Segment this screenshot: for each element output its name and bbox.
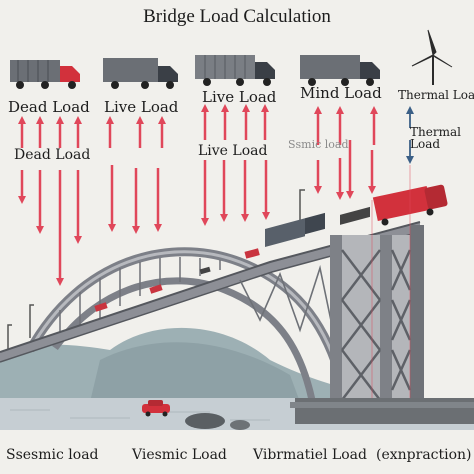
vehicles-on-deck xyxy=(94,184,448,312)
label-live-load-mid: Live Load xyxy=(198,143,268,159)
truck-icon xyxy=(10,55,380,89)
rocks xyxy=(185,413,250,430)
label-mind-load-top: Mind Load xyxy=(300,84,382,102)
label-seismic-load-mid: Ssmic load xyxy=(288,138,349,151)
arch-bridge xyxy=(0,221,421,401)
label-live-load-top-2: Live Load xyxy=(202,88,277,106)
load-arrows xyxy=(18,104,378,286)
label-seismic-load-bottom: Ssesmic load xyxy=(6,447,99,463)
label-expansion-bottom: (exnpraction) xyxy=(376,447,472,463)
page-title: Bridge Load Calculation xyxy=(143,6,331,27)
car-on-water xyxy=(142,400,170,417)
label-dead-load-mid: Dead Load xyxy=(14,147,91,163)
guide-lines xyxy=(371,165,411,398)
label-thermal-load-mid: Thermal Load xyxy=(410,125,461,151)
label-vibration-load-bottom: Vibrmatiel Load xyxy=(253,447,367,463)
bridge-pier xyxy=(290,225,474,424)
label-dead-load-top: Dead Load xyxy=(8,98,90,116)
label-viesmic-load-bottom: Viesmic Load xyxy=(132,447,227,463)
label-thermal-load-top: Thermal Load xyxy=(398,88,474,102)
wind-turbine-icon xyxy=(411,29,453,85)
lamp-posts xyxy=(7,189,305,350)
mountains xyxy=(0,327,360,402)
label-live-load-top: Live Load xyxy=(104,98,179,116)
